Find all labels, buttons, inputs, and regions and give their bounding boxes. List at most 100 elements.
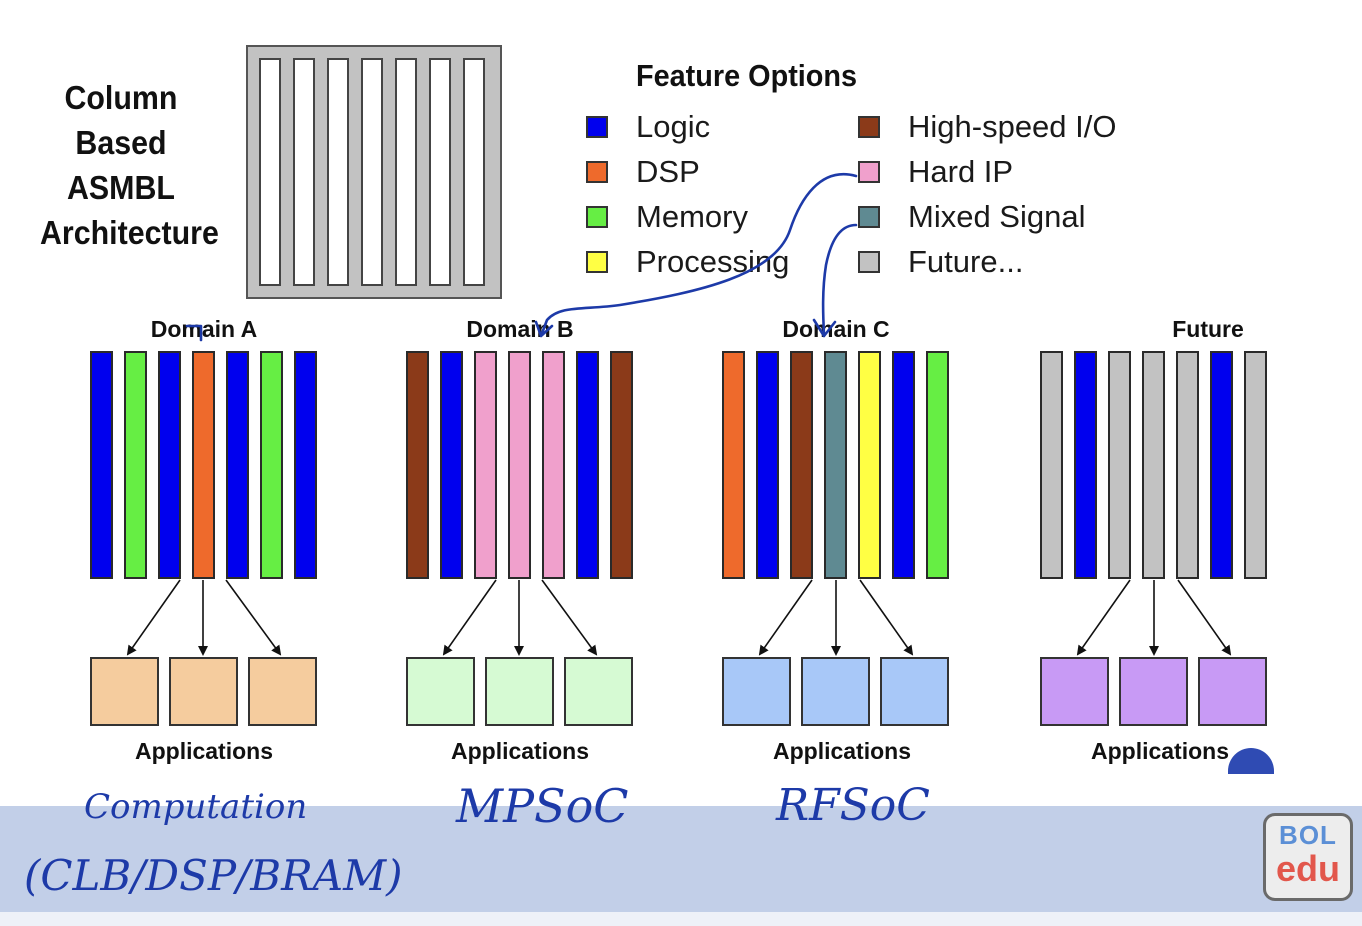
legend-item-high-speed-io: High-speed I/O xyxy=(858,107,1117,147)
future-column xyxy=(1210,351,1233,579)
application-box xyxy=(169,657,238,726)
domain-a-applications-label: Applications xyxy=(134,738,273,764)
domain-a-column xyxy=(192,351,215,579)
legend-label: DSP xyxy=(636,154,700,189)
domain-b-column xyxy=(542,351,565,579)
domain-c-title: Domain C xyxy=(782,316,890,342)
legend-swatch xyxy=(586,116,608,138)
domain-c-column xyxy=(722,351,745,579)
domain-a-column xyxy=(294,351,317,579)
domain-b-arrows xyxy=(442,579,598,656)
legend-item-memory: Memory xyxy=(586,197,748,237)
domain-b-title: Domain B xyxy=(466,316,574,342)
application-box xyxy=(406,657,475,726)
legend-swatch xyxy=(586,161,608,183)
domain-c-column xyxy=(926,351,949,579)
legend-swatch xyxy=(858,161,880,183)
logo-top-text: BOL xyxy=(1279,820,1337,850)
domain-b-column xyxy=(474,351,497,579)
arrow xyxy=(758,579,813,656)
domain-a-column xyxy=(226,351,249,579)
future-column xyxy=(1040,351,1063,579)
domain-a-handwriting-mark xyxy=(185,324,203,342)
mixed-signal-to-domain-c-stroke xyxy=(812,223,858,338)
hard-ip-to-domain-b-stroke xyxy=(534,173,858,338)
legend-item-dsp: DSP xyxy=(586,152,700,192)
frame-column xyxy=(463,58,485,286)
domain-c-column xyxy=(824,351,847,579)
frame-column xyxy=(395,58,417,286)
title-line: Column xyxy=(64,79,178,116)
legend-label: Hard IP xyxy=(908,154,1014,189)
domain-a-column xyxy=(90,351,113,579)
domain-b-column xyxy=(406,351,429,579)
domain-c-column xyxy=(756,351,779,579)
future-column xyxy=(1142,351,1165,579)
frame-column xyxy=(259,58,281,286)
annotation-computation: Computation xyxy=(84,787,307,827)
frame-column xyxy=(361,58,383,286)
legend-swatch xyxy=(858,251,880,273)
application-box xyxy=(722,657,791,726)
annotation-rfsoc: RFSoC xyxy=(775,780,930,831)
title-line: ASMBL xyxy=(66,169,175,206)
arrow xyxy=(1076,579,1131,656)
legend-item-future: Future... xyxy=(858,242,1023,282)
domain-c-column xyxy=(858,351,881,579)
annotation-band xyxy=(0,806,1362,912)
domain-a-title: Domain A xyxy=(150,316,258,342)
legend-label: Mixed Signal xyxy=(908,199,1086,234)
logo-bottom-text: edu xyxy=(1275,848,1340,889)
domain-c-column xyxy=(892,351,915,579)
application-box xyxy=(248,657,317,726)
annotation-clb-dsp-bram: (CLB/DSP/BRAM) xyxy=(24,851,403,900)
title-line: Architecture xyxy=(40,214,219,251)
legend-swatch xyxy=(858,206,880,228)
arrow xyxy=(859,579,914,656)
asmbl-frame-illustration xyxy=(246,45,502,299)
domain-a-column xyxy=(158,351,181,579)
application-box xyxy=(90,657,159,726)
domain-c-applications-label: Applications xyxy=(772,738,911,764)
handwritten-annotations: Computation (CLB/DSP/BRAM) MPSoC RFSoC xyxy=(24,779,930,900)
legend-label: Memory xyxy=(636,199,748,234)
domain-c-arrows xyxy=(758,579,914,656)
frame-column xyxy=(327,58,349,286)
legend-swatch xyxy=(858,116,880,138)
legend-item-mixed-signal: Mixed Signal xyxy=(858,197,1085,237)
future-domain-title: Future xyxy=(1172,316,1244,342)
application-box xyxy=(564,657,633,726)
arrow xyxy=(1177,579,1232,656)
future-column xyxy=(1176,351,1199,579)
bol-edu-logo: BOL edu xyxy=(1263,813,1353,901)
domain-a-arrows xyxy=(126,579,282,656)
arrow xyxy=(442,579,497,656)
bottom-strip xyxy=(0,912,1362,926)
domain-a-column xyxy=(124,351,147,579)
arrow xyxy=(541,579,598,656)
legend-label: High-speed I/O xyxy=(908,109,1117,144)
legend-label: Future... xyxy=(908,244,1024,279)
application-box xyxy=(880,657,949,726)
domain-b-applications-label: Applications xyxy=(450,738,589,764)
application-box xyxy=(1040,657,1109,726)
frame-column xyxy=(429,58,451,286)
architecture-title: Column Based ASMBL Architecture xyxy=(40,75,219,255)
legend-swatch xyxy=(586,206,608,228)
arrow xyxy=(126,579,181,656)
domain-b-column xyxy=(610,351,633,579)
domain-a-column xyxy=(260,351,283,579)
future-applications-label: Applications xyxy=(1090,738,1229,764)
handwritten-strokes xyxy=(185,173,858,342)
application-box xyxy=(485,657,554,726)
annotation-mpsoc: MPSoC xyxy=(455,779,628,833)
application-box xyxy=(1119,657,1188,726)
future-column xyxy=(1244,351,1267,579)
domain-b-column xyxy=(440,351,463,579)
title-line: Based xyxy=(75,124,167,161)
domain-b-column xyxy=(508,351,531,579)
domain-c-column xyxy=(790,351,813,579)
legend-swatch xyxy=(586,251,608,273)
application-box xyxy=(801,657,870,726)
